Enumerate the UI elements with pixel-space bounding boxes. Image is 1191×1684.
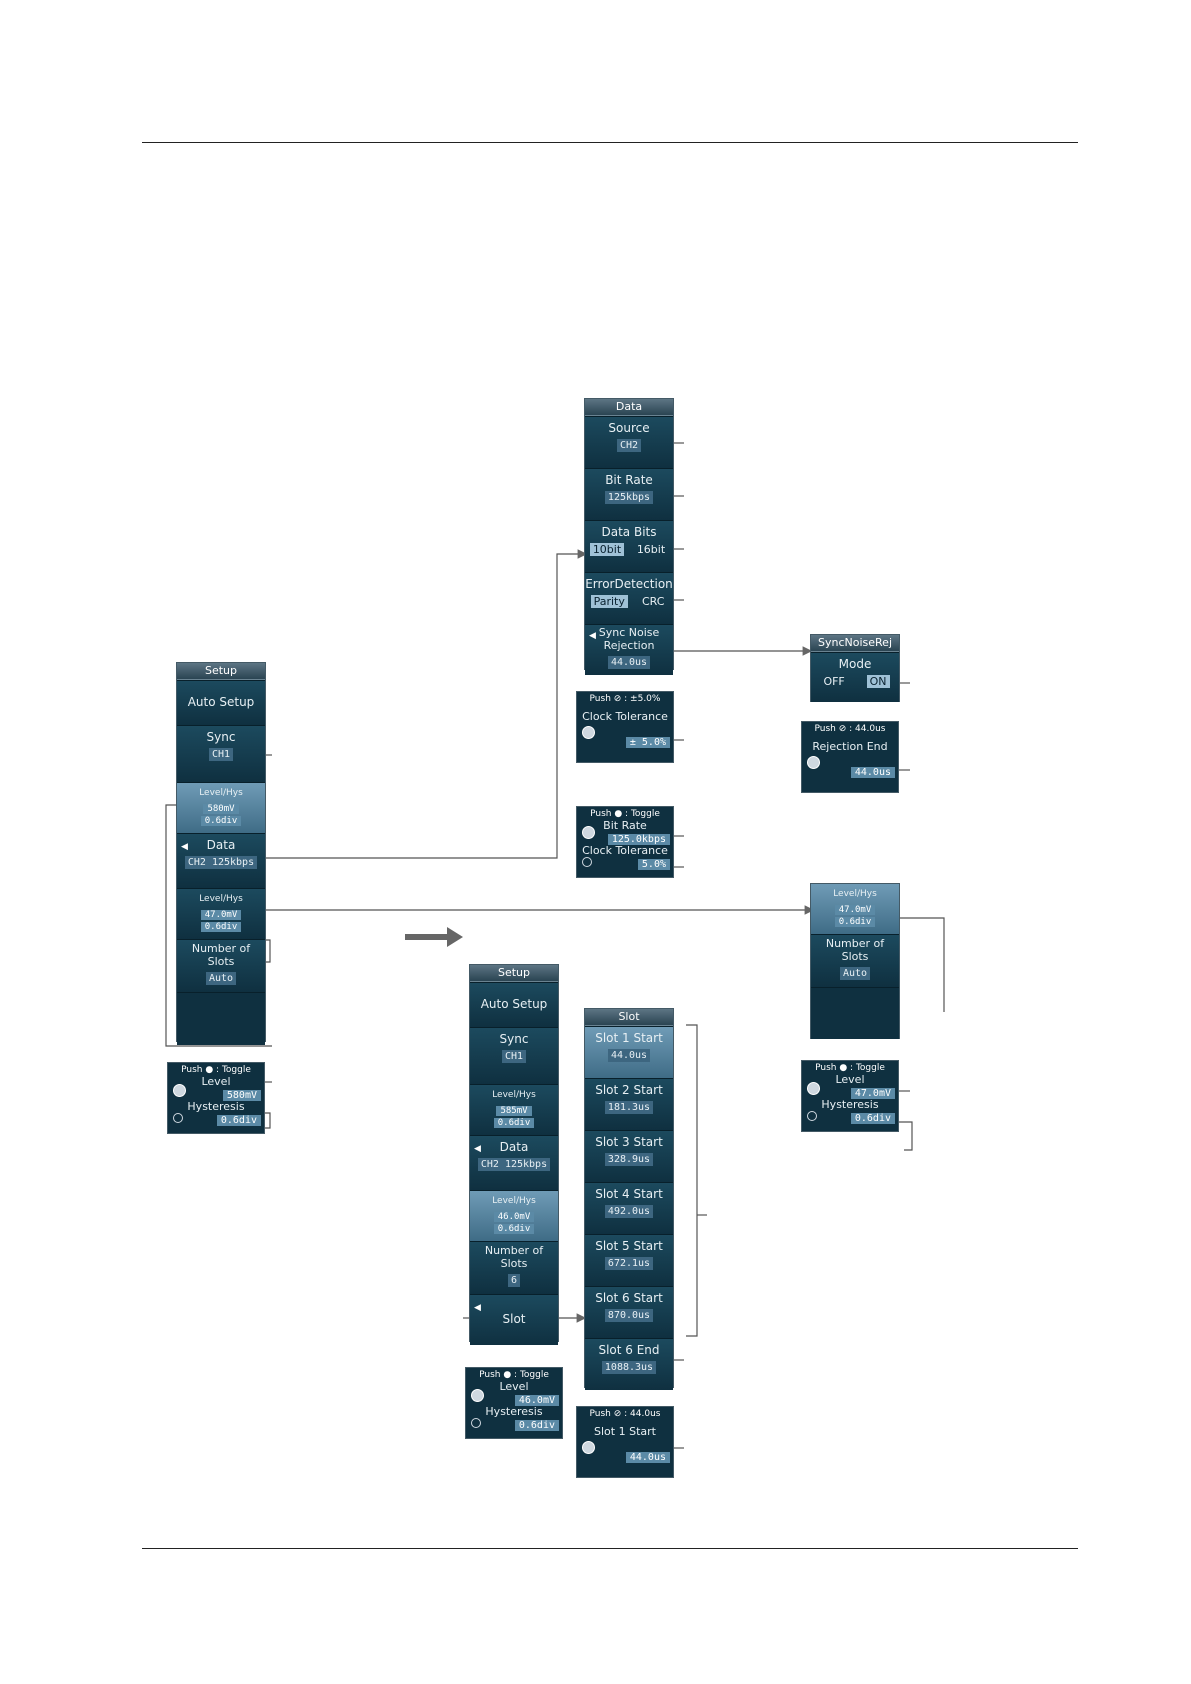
slot-start-value[interactable]: 44.0us <box>625 1452 670 1463</box>
slot-item[interactable]: Slot 1 Start 44.0us <box>585 1026 673 1078</box>
jog-small-icon <box>173 1113 183 1123</box>
auto-setup-button[interactable]: Auto Setup <box>177 680 265 725</box>
slot-item[interactable]: Slot 6 End 1088.3us <box>585 1338 673 1390</box>
slot-menu-title: Slot <box>585 1009 673 1026</box>
jog-small-icon <box>471 1418 481 1428</box>
knob-icon <box>582 826 595 839</box>
sync-button[interactable]: Sync CH1 <box>470 1027 558 1084</box>
data-menu-title: Data <box>585 399 673 416</box>
bit-rate-jog-value[interactable]: 125.0kbps <box>607 834 670 845</box>
error-crc: CRC <box>641 595 665 608</box>
slot-item[interactable]: Slot 6 Start 870.0us <box>585 1286 673 1338</box>
clock-tolerance-jog-value[interactable]: 5.0% <box>637 859 670 870</box>
jog-small-icon <box>582 857 592 867</box>
hysteresis-value[interactable]: 0.6div <box>514 1420 559 1431</box>
slots-value: 6 <box>507 1274 521 1287</box>
setup-menu-1: Setup Auto Setup Sync CH1 Level/Hys 580m… <box>176 662 266 1045</box>
bit-rate-value: 125kbps <box>604 491 654 504</box>
data-bits-16bit: 16bit <box>636 543 666 556</box>
left-arrow-icon: ◀ <box>474 1303 481 1313</box>
top-rule <box>142 142 1078 143</box>
jog-panel-setup1: Push ● : Toggle Level 580mV Hysteresis 0… <box>167 1062 265 1134</box>
slot-item[interactable]: Slot 2 Start 181.3us <box>585 1078 673 1130</box>
number-of-slots-button[interactable]: Number of Slots Auto <box>177 939 265 992</box>
number-of-slots-button-right[interactable]: Number of Slots Auto <box>811 934 899 987</box>
setup-menu-2: Setup Auto Setup Sync CH1 Level/Hys 585m… <box>469 964 559 1345</box>
sync-button[interactable]: Sync CH1 <box>177 725 265 782</box>
data-button[interactable]: ◀ Data CH2 125kbps <box>177 833 265 888</box>
knob-icon <box>807 756 820 769</box>
jog-small-icon <box>807 1111 817 1121</box>
knob-icon <box>582 1441 595 1454</box>
empty-cell <box>811 987 899 1039</box>
jog-panel-slot: Push ⊘ : 44.0us Slot 1 Start 44.0us <box>576 1406 674 1478</box>
hysteresis-value[interactable]: 0.6div <box>850 1113 895 1124</box>
mode-off: OFF <box>823 675 845 688</box>
sync-value: CH1 <box>208 748 234 761</box>
auto-setup-button[interactable]: Auto Setup <box>470 982 558 1027</box>
slot-button[interactable]: ◀ Slot <box>470 1294 558 1345</box>
left-arrow-icon: ◀ <box>474 1144 481 1154</box>
clock-tolerance-value[interactable]: ± 5.0% <box>625 737 670 748</box>
empty-cell <box>177 992 265 1045</box>
setup-menu-title: Setup <box>470 965 558 982</box>
hysteresis-value[interactable]: 0.6div <box>216 1115 261 1126</box>
sync-noise-rejection-button[interactable]: ◀ Sync Noise Rejection 44.0us <box>585 624 673 675</box>
jog-panel-rejection: Push ⊘ : 44.0us Rejection End 44.0us <box>801 721 899 793</box>
knob-icon <box>807 1082 820 1095</box>
level-value[interactable]: 580mV <box>222 1090 261 1101</box>
slots-value: Auto <box>839 967 871 980</box>
slot-item[interactable]: Slot 4 Start 492.0us <box>585 1182 673 1234</box>
level-value[interactable]: 46.0mV <box>514 1395 559 1406</box>
transition-arrow-icon <box>405 927 463 947</box>
jog-panel-levelhys: Push ● : Toggle Level 47.0mV Hysteresis … <box>801 1060 899 1132</box>
syncnoise-title: SyncNoiseRej <box>811 635 899 652</box>
knob-icon <box>173 1084 186 1097</box>
slot-menu: Slot Slot 1 Start 44.0us Slot 2 Start 18… <box>584 1008 674 1390</box>
level-value[interactable]: 47.0mV <box>850 1088 895 1099</box>
left-arrow-icon: ◀ <box>589 631 596 641</box>
rejection-end-value[interactable]: 44.0us <box>850 767 895 778</box>
source-value: CH2 <box>616 439 642 452</box>
error-parity: Parity <box>590 595 628 608</box>
mode-on: ON <box>866 675 890 688</box>
data-value: CH2 125kbps <box>184 856 258 869</box>
data-bits-10bit: 10bit <box>589 543 625 556</box>
setup-menu-title: Setup <box>177 663 265 680</box>
knob-icon <box>582 726 595 739</box>
source-button[interactable]: Source CH2 <box>585 416 673 468</box>
jog-panel-setup2: Push ● : Toggle Level 46.0mV Hysteresis … <box>465 1367 563 1439</box>
slots-value: Auto <box>205 972 237 985</box>
knob-icon <box>471 1389 484 1402</box>
data-value: CH2 125kbps <box>477 1158 551 1171</box>
slot-item[interactable]: Slot 5 Start 672.1us <box>585 1234 673 1286</box>
number-of-slots-button[interactable]: Number of Slots 6 <box>470 1241 558 1294</box>
slot-item[interactable]: Slot 3 Start 328.9us <box>585 1130 673 1182</box>
sync-noise-value: 44.0us <box>607 656 651 669</box>
left-arrow-icon: ◀ <box>181 842 188 852</box>
data-button[interactable]: ◀ Data CH2 125kbps <box>470 1135 558 1190</box>
sync-value: CH1 <box>501 1050 527 1063</box>
jog-panel-clock: Push ⊘ : ±5.0% Clock Tolerance ± 5.0% <box>576 691 674 763</box>
bit-rate-button[interactable]: Bit Rate 125kbps <box>585 468 673 520</box>
data-menu: Data Source CH2 Bit Rate 125kbps Data Bi… <box>584 398 674 675</box>
jog-panel-bitrate: Push ● : Toggle Bit Rate 125.0kbps Clock… <box>576 806 674 878</box>
bottom-rule <box>142 1548 1078 1549</box>
